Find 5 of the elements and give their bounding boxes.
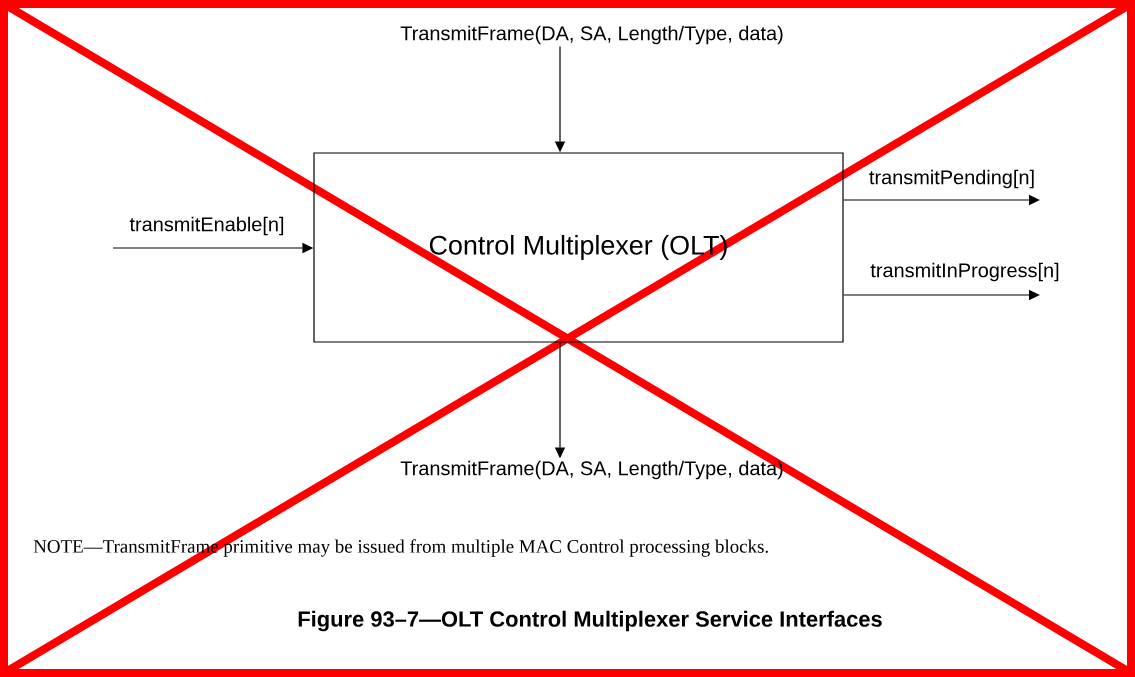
edge-label: transmitInProgress[n] <box>869 261 1061 283</box>
edge-label: transmitEnable[n] <box>128 215 286 237</box>
signal-label: TransmitFrame(DA, SA, Length/Type, data) <box>400 460 783 480</box>
figure-caption: Figure 93–7—OLT Control Multiplexer Service Interfaces <box>298 610 882 632</box>
signal-label: TransmitFrame(DA, SA, Length/Type, data) <box>400 25 783 45</box>
